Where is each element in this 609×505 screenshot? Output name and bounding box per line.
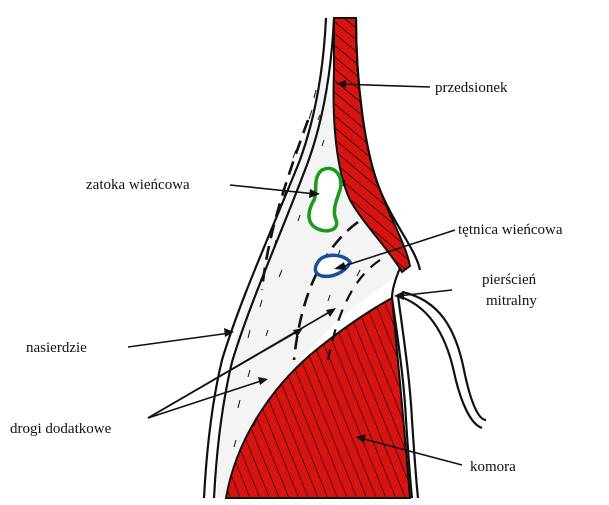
label-komora: komora <box>470 459 516 475</box>
label-tetnica-wiencowa: tętnica wieńcowa <box>458 222 563 238</box>
arrow-nasierdzie <box>128 333 230 347</box>
label-pierscien: pierścień <box>482 272 537 288</box>
label-zatoka-wiencowa: zatoka wieńcowa <box>86 177 190 193</box>
label-drogi-dodatkowe: drogi dodatkowe <box>10 421 112 437</box>
label-przedsionek: przedsionek <box>435 80 508 96</box>
label-mitralny: mitralny <box>486 293 537 309</box>
mitral-leaflet-outer <box>402 292 486 420</box>
label-nasierdzie: nasierdzie <box>26 340 87 356</box>
